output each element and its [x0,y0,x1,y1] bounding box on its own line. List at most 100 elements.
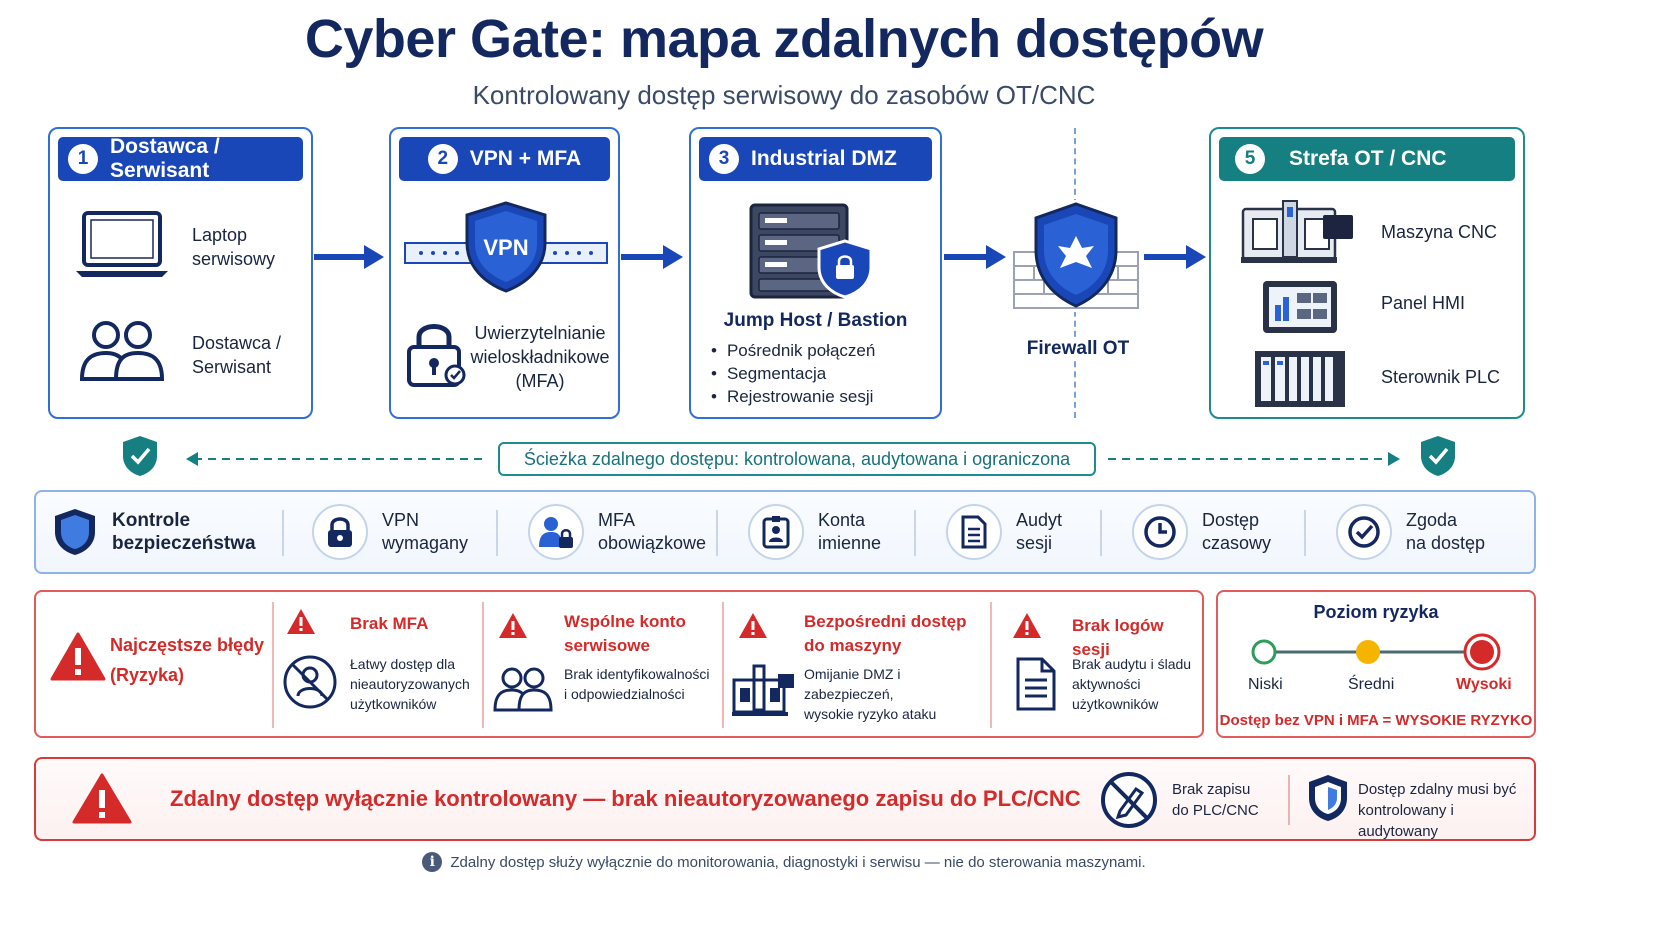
risk-level-low: Niski [1248,676,1283,693]
server-icon [747,201,877,301]
dmz-bullet-list: Pośrednik połączeń Segmentacja Rejestrow… [711,339,875,408]
step-header: 5 Strefa OT / CNC [1219,137,1515,181]
list-item: Pośrednik połączeń [711,339,875,362]
risks-title: Najczęstsze błędy(Ryzyka) [110,635,265,685]
user-lock-icon [528,504,584,560]
laptop-label: Laptop serwisowy [192,225,276,269]
divider [1288,775,1290,825]
blocked-user-icon [283,655,337,709]
warning-icon [50,632,106,681]
log-document-icon [1016,657,1056,711]
warning-icon [72,773,132,824]
step-number: 1 [68,144,98,174]
shield-icon [55,509,95,555]
warning-icon [287,609,315,634]
hmi-label: Panel HMI [1381,293,1466,313]
laptop-icon [74,209,170,281]
clock-icon [1132,504,1188,560]
shield-icon [1309,775,1347,821]
list-item: Rejestrowanie sesji [711,385,875,408]
step-header: 2 VPN + MFA [399,137,610,181]
plc-label: Sterownik PLC [1381,367,1501,387]
footer-text: Zdalny dostęp służy wyłącznie do monitor… [450,853,1146,871]
step-card-ot-zone: 5 Strefa OT / CNC Maszyna CNC Panel HMI [1209,127,1525,419]
hmi-panel-icon [1261,279,1339,335]
risk-level-title: Poziom ryzyka [1313,602,1439,622]
cnc-machine-icon [1239,193,1357,265]
step-number: 2 [427,144,458,174]
step-title: Strefa OT / CNC [1289,147,1447,170]
users-label: Dostawca / Serwisant [192,333,282,377]
step-card-vpn-mfa: 2 VPN + MFA VPN Uwierzytelnianie wielosk… [389,127,620,419]
divider [914,510,916,556]
padlock-icon [405,317,467,389]
flow-arrow-icon [944,245,1006,269]
risk-level-note: Dostęp bez VPN i MFA = WYSOKIE RYZYKO [1219,712,1533,729]
dashed-arrow-left-icon [186,452,488,466]
step-title: Industrial DMZ [751,147,897,170]
flow-arrow-icon [621,245,683,269]
risk-level-medium-marker [1356,640,1380,664]
info-icon: i [422,852,443,872]
users-icon [78,317,168,383]
document-icon [946,504,1002,560]
flow-arrow-icon [1144,245,1206,269]
divider [716,510,718,556]
warning-icon [739,613,767,638]
risk-level-high: Wysoki [1456,676,1512,693]
firewall-label: Firewall OT [1008,338,1148,360]
flow-arrow-icon [314,245,384,269]
vpn-text: VPN [483,235,528,260]
risk-level-scale [1251,633,1501,671]
mfa-label: Uwierzytelnianie wieloskładnikowe (MFA) [470,323,610,391]
step-header: 1 Dostawca / Serwisant [58,135,303,182]
lock-icon [312,504,368,560]
footer-note: i Zdalny dostęp służy wyłącznie do monit… [0,852,1568,872]
no-write-icon [1101,772,1157,828]
risk-level-medium: Średni [1348,676,1395,693]
divider [1100,510,1102,556]
firewall-shield-icon [1012,200,1140,312]
cnc-label: Maszyna CNC [1381,222,1498,242]
step-number: 3 [709,144,739,174]
risk-level-low-marker [1251,639,1277,665]
warning-icon [499,613,527,638]
step-card-dmz: 3 Industrial DMZ Jump Host / Bastion Poś… [689,127,942,419]
step-title: VPN + MFA [469,147,582,170]
list-item: Segmentacja [711,362,875,385]
id-badge-icon [748,504,804,560]
warning-icon [1013,613,1041,638]
step-title: Dostawca / Serwisant [110,135,220,182]
check-circle-icon [1336,504,1392,560]
risk-level-panel: Poziom ryzyka Niski Średni Wysoki Dostęp… [1216,590,1536,738]
divider [1304,510,1306,556]
shield-check-icon [1421,436,1455,476]
step-header: 3 Industrial DMZ [699,137,932,181]
vpn-shield-icon: VPN [403,199,609,295]
page-subtitle: Kontrolowany dostęp serwisowy do zasobów… [472,80,1096,110]
path-banner: Ścieżka zdalnego dostępu: kontrolowana, … [498,442,1096,476]
common-risks-panel: Najczęstsze błędy(Ryzyka) Brak MFA Łatwy… [34,590,1204,738]
dashed-arrow-right-icon [1108,452,1400,466]
step-card-vendor: 1 Dostawca / Serwisant Laptop serwisowy … [48,127,313,419]
jump-host-label: Jump Host / Bastion [723,310,908,331]
risk-level-high-fill [1470,640,1494,664]
policy-banner-text: Zdalny dostęp wyłącznie kontrolowany — b… [170,786,1081,811]
policy-banner: Zdalny dostęp wyłącznie kontrolowany — b… [34,757,1536,841]
divider [496,510,498,556]
page-title: Cyber Gate: mapa zdalnych dostępów [304,9,1264,69]
